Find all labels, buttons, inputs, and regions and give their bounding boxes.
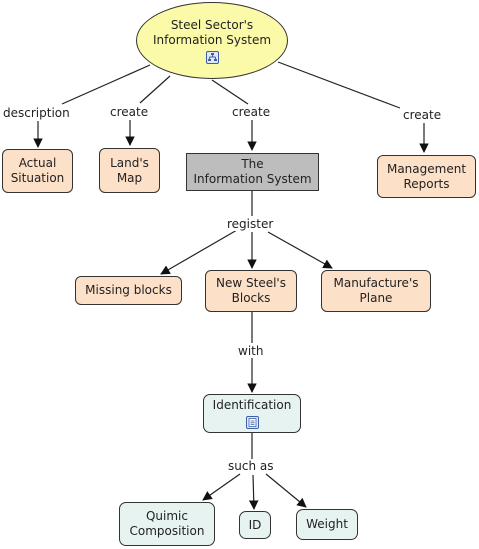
connector-line <box>277 61 401 109</box>
root-concept[interactable]: Steel Sector's Information System <box>136 2 288 79</box>
connector-line <box>139 75 171 104</box>
node-quimic-composition[interactable]: Quimic Composition <box>119 502 215 546</box>
connector-line <box>211 79 249 105</box>
connector-arrow <box>160 229 238 275</box>
node-manufactures-plane[interactable]: Manufacture's Plane <box>321 270 431 312</box>
connector-arrow <box>265 473 307 508</box>
node-manufactures-plane-label: Manufacture's Plane <box>333 276 419 305</box>
node-new-steel-blocks-label: New Steel's Blocks <box>216 276 286 305</box>
node-lands-map-label: Land's Map <box>110 155 149 185</box>
node-id-label: ID <box>248 517 262 532</box>
link-label-with: with <box>237 344 265 358</box>
connector-arrow <box>248 474 259 510</box>
node-actual-situation[interactable]: Actual Situation <box>2 149 73 193</box>
node-missing-blocks-label: Missing blocks <box>85 283 172 297</box>
node-quimic-composition-label: Quimic Composition <box>129 509 205 538</box>
connector-arrow <box>202 473 241 501</box>
node-id[interactable]: ID <box>239 511 271 539</box>
node-management-reports[interactable]: Management Reports <box>377 155 476 198</box>
link-label-register: register <box>226 217 275 231</box>
node-missing-blocks[interactable]: Missing blocks <box>75 276 182 305</box>
node-identification[interactable]: Identification <box>203 394 301 433</box>
document-icon[interactable] <box>245 416 259 429</box>
node-weight[interactable]: Weight <box>296 509 358 540</box>
node-information-system-label: The Information System <box>193 157 312 186</box>
link-label-description: description <box>2 106 71 120</box>
connector-arrow <box>267 231 333 269</box>
connector-line <box>61 64 151 105</box>
concept-map-icon[interactable] <box>205 50 219 64</box>
link-label-create-system: create <box>231 105 272 119</box>
node-information-system[interactable]: The Information System <box>186 153 319 191</box>
node-actual-situation-label: Actual Situation <box>10 156 65 185</box>
node-identification-label: Identification <box>212 398 292 412</box>
node-new-steel-blocks[interactable]: New Steel's Blocks <box>205 270 297 312</box>
node-weight-label: Weight <box>306 517 348 531</box>
link-label-create-map: create <box>109 105 150 119</box>
node-management-reports-label: Management Reports <box>386 161 467 191</box>
link-label-create-reports: create <box>402 108 443 122</box>
root-concept-label: Steel Sector's Information System <box>152 17 272 47</box>
node-lands-map[interactable]: Land's Map <box>99 148 160 193</box>
link-label-such-as: such as <box>227 459 275 473</box>
